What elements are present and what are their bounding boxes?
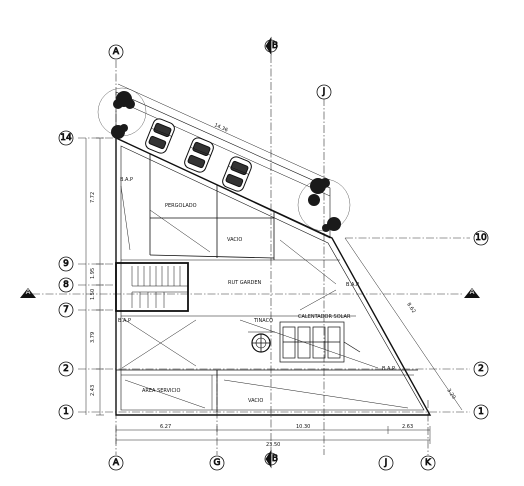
tree-icon xyxy=(297,178,351,232)
label-bap: B.A.P xyxy=(346,282,359,288)
svg-text:A: A xyxy=(113,458,120,468)
svg-text:J: J xyxy=(322,87,326,97)
svg-text:1: 1 xyxy=(63,407,69,417)
dim-right-diagonal-0: 8.62 xyxy=(405,302,416,315)
roof-slope-lines xyxy=(120,185,409,409)
grid-bubbles: A B J A G B J K 14 9 8 7 2 1 10 2 1 xyxy=(58,36,489,471)
label-tinaco: TINACO xyxy=(253,318,273,324)
solar-panel-2 xyxy=(297,326,311,359)
grid-bubble-bottom-g: G xyxy=(209,455,225,471)
section-marker-left: A xyxy=(20,288,36,298)
dim-bottom-2: 2.63 xyxy=(402,424,413,430)
stair-block xyxy=(115,262,189,312)
svg-text:G: G xyxy=(214,458,221,468)
solar-panel-4 xyxy=(327,326,341,359)
svg-text:2: 2 xyxy=(478,364,484,374)
solar-panel-1 xyxy=(282,326,296,359)
grid-bubble-left-7: 7 xyxy=(58,302,74,318)
car-icon xyxy=(222,156,252,192)
svg-text:A: A xyxy=(113,47,120,57)
canopy-outline xyxy=(115,91,331,239)
grid-bubble-right-10: 10 xyxy=(473,230,489,246)
svg-text:8: 8 xyxy=(63,280,69,290)
dim-left-2: 1.50 xyxy=(90,289,96,300)
dim-bottom-1: 10.30 xyxy=(296,424,310,430)
svg-text:9: 9 xyxy=(63,259,69,269)
svg-text:B: B xyxy=(272,454,278,464)
grid-bubble-left-2: 2 xyxy=(58,361,74,377)
solar-panel-3 xyxy=(312,326,326,359)
dimension-labels: 14.36 7.72 1.95 1.50 3.79 2.43 6.27 10.3… xyxy=(90,122,457,448)
water-tank xyxy=(248,331,275,353)
room-labels: PERGOLADO VACIO RUT GARDEN CALENTADOR SO… xyxy=(118,177,395,404)
svg-text:A: A xyxy=(470,288,475,296)
dim-left-3: 3.79 xyxy=(90,332,96,343)
label-pergolado: PERGOLADO xyxy=(165,203,197,209)
grid-bubble-right-1: 1 xyxy=(473,404,489,420)
svg-text:A: A xyxy=(26,288,31,296)
canopy-ridge xyxy=(115,99,331,197)
dim-left-1: 1.95 xyxy=(90,268,96,279)
dim-left-4: 2.43 xyxy=(90,385,96,396)
building-outline xyxy=(115,91,432,416)
label-calentador-solar: CALENTADOR SOLAR xyxy=(298,314,351,320)
grid-bubble-right-2: 2 xyxy=(473,361,489,377)
car-icon xyxy=(184,137,214,173)
label-vacio-bottom: VACIO xyxy=(248,398,263,404)
grid-bubble-bottom-k: K xyxy=(420,455,436,471)
dim-right-diagonal-1: 3.20 xyxy=(445,388,456,401)
svg-text:10: 10 xyxy=(475,233,487,243)
dim-bottom-total: 23.50 xyxy=(266,442,280,448)
trees xyxy=(97,87,351,232)
svg-text:J: J xyxy=(384,458,388,468)
solar-heaters xyxy=(279,321,361,363)
tree-icon xyxy=(97,87,147,139)
grid-bubble-top-b: B xyxy=(264,36,278,56)
svg-text:B: B xyxy=(272,41,278,51)
grid-bubble-left-8: 8 xyxy=(58,277,74,293)
dim-bottom-0: 6.27 xyxy=(160,424,171,430)
dim-top-diagonal: 14.36 xyxy=(213,122,229,133)
grid-bubble-bottom-b: B xyxy=(264,449,278,469)
grid-bubble-left-1: 1 xyxy=(58,404,74,420)
section-markers: A A xyxy=(20,288,480,298)
grid-bubble-left-9: 9 xyxy=(58,256,74,272)
parked-cars xyxy=(145,118,252,192)
label-bap: B.A.P xyxy=(120,177,133,183)
svg-text:K: K xyxy=(425,458,432,468)
grid-bubble-bottom-a: A xyxy=(108,455,124,471)
grid-bubble-left-14: 14 xyxy=(58,130,74,146)
dim-left-0: 7.72 xyxy=(90,192,96,203)
pergola-bottom xyxy=(149,254,275,259)
label-vacio-top: VACIO xyxy=(227,237,242,243)
svg-text:7: 7 xyxy=(63,305,69,315)
label-area-servicio: AREA SERVICIO xyxy=(142,388,180,394)
car-icon xyxy=(145,118,175,154)
section-marker-right: A xyxy=(464,288,480,298)
label-rut-garden: RUT GARDEN xyxy=(228,280,262,286)
label-bap: B.A.P xyxy=(118,318,131,324)
grid-bubble-top-j: J xyxy=(316,84,332,100)
grid-bubble-top-a: A xyxy=(108,44,124,60)
label-bap: B.A.P xyxy=(382,366,395,372)
roof-perimeter xyxy=(115,136,432,416)
svg-text:2: 2 xyxy=(63,364,69,374)
svg-text:14: 14 xyxy=(60,133,72,143)
grid-bubble-bottom-j: J xyxy=(378,455,394,471)
dimension-lines xyxy=(85,83,463,444)
roof-inner-perimeter xyxy=(120,145,425,411)
svg-text:1: 1 xyxy=(478,407,484,417)
stair-treads xyxy=(131,266,188,308)
